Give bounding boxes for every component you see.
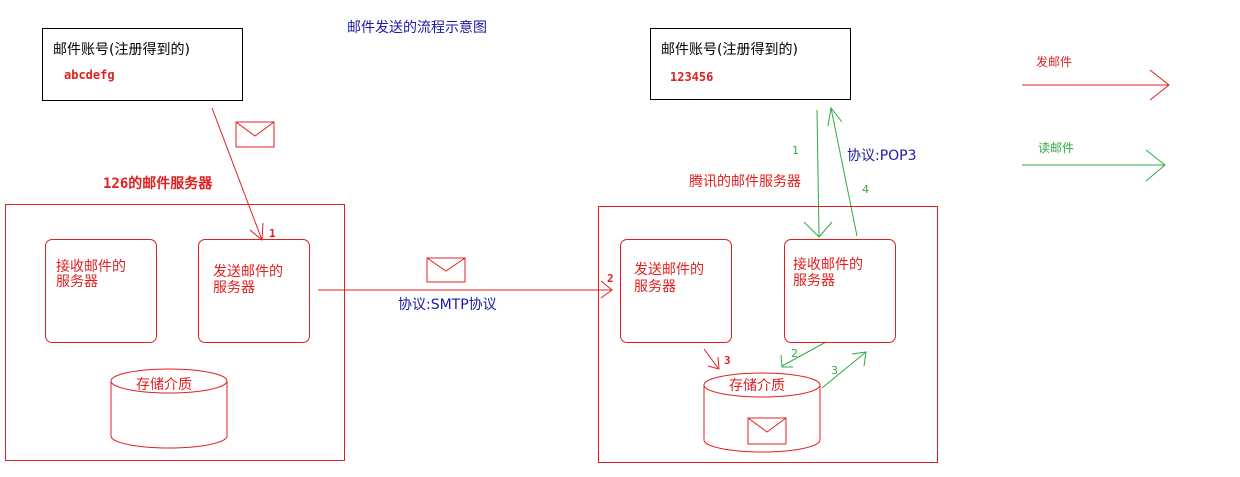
server-tencent-title: 腾讯的邮件服务器: [689, 174, 801, 190]
send-arrow-sender-to-126: [211, 107, 263, 241]
receiver-account-value: 123456: [670, 70, 714, 84]
sender-account-value: abcdefg: [64, 68, 115, 82]
server-tencent-send-line2: 服务器: [634, 279, 676, 295]
read-arrow-4: [830, 107, 858, 237]
server-126-send-line2: 服务器: [213, 280, 255, 296]
envelope-icon-1: [235, 121, 275, 148]
step-number-green-2: 2: [791, 347, 798, 360]
server-126-send-box: [198, 239, 310, 343]
receiver-account-box: [650, 28, 851, 100]
envelope-icon-2: [426, 257, 466, 283]
read-arrowhead-4: [827, 106, 843, 127]
sender-account-label: 邮件账号(注册得到的): [53, 42, 190, 58]
send-arrowhead-1: [249, 222, 264, 242]
read-arrow-3: [821, 351, 867, 389]
server-126-title: 126的邮件服务器: [103, 176, 213, 192]
legend-send-arrowhead: [1149, 69, 1170, 101]
receiver-account-label: 邮件账号(注册得到的): [661, 42, 798, 58]
server-tencent-receive-line1: 接收邮件的: [793, 257, 863, 273]
server-tencent-send-line1: 发送邮件的: [634, 262, 704, 278]
server-126-receive-line1: 接收邮件的: [56, 259, 126, 275]
read-arrow-1: [816, 109, 820, 237]
step-number-red-3: 3: [724, 354, 731, 367]
server-126-frame: [5, 204, 345, 461]
storage-cylinder-126: [110, 368, 228, 449]
step-number-green-4: 4: [862, 183, 869, 196]
read-arrow-2: [781, 341, 827, 367]
step-number-green-1: 1: [792, 144, 799, 157]
legend-send-label: 发邮件: [1036, 55, 1073, 69]
envelope-icon-3: [747, 417, 787, 445]
diagram-title: 邮件发送的流程示意图: [347, 20, 487, 36]
step-number-red-1: 1: [269, 227, 276, 240]
read-arrowhead-1: [803, 221, 833, 238]
legend-read-label: 读邮件: [1038, 141, 1075, 155]
storage-cylinder-tencent: [703, 372, 821, 453]
server-126-storage-label: 存储介质: [136, 377, 192, 393]
server-tencent-storage-label: 存储介质: [729, 378, 785, 394]
server-tencent-receive-box: [784, 239, 896, 343]
legend-read-arrowhead: [1145, 149, 1166, 182]
step-number-green-3: 3: [831, 364, 838, 377]
read-arrowhead-2: [780, 354, 793, 368]
protocol-pop3-label: 协议:POP3: [847, 148, 917, 164]
server-126-receive-line2: 服务器: [56, 274, 98, 290]
read-arrowhead-3: [851, 351, 867, 367]
server-tencent-frame: [598, 206, 938, 463]
server-tencent-send-box: [620, 239, 732, 343]
step-number-red-2: 2: [607, 272, 614, 285]
protocol-smtp-label: 协议:SMTP协议: [398, 297, 497, 313]
send-arrowhead-3: [707, 356, 720, 370]
server-tencent-receive-line2: 服务器: [793, 273, 835, 289]
server-126-send-line1: 发送邮件的: [213, 264, 283, 280]
send-arrow-to-storage: [703, 348, 719, 369]
server-126-receive-box: [45, 239, 157, 343]
sender-account-box: [42, 28, 243, 101]
smtp-arrowhead: [600, 280, 613, 299]
